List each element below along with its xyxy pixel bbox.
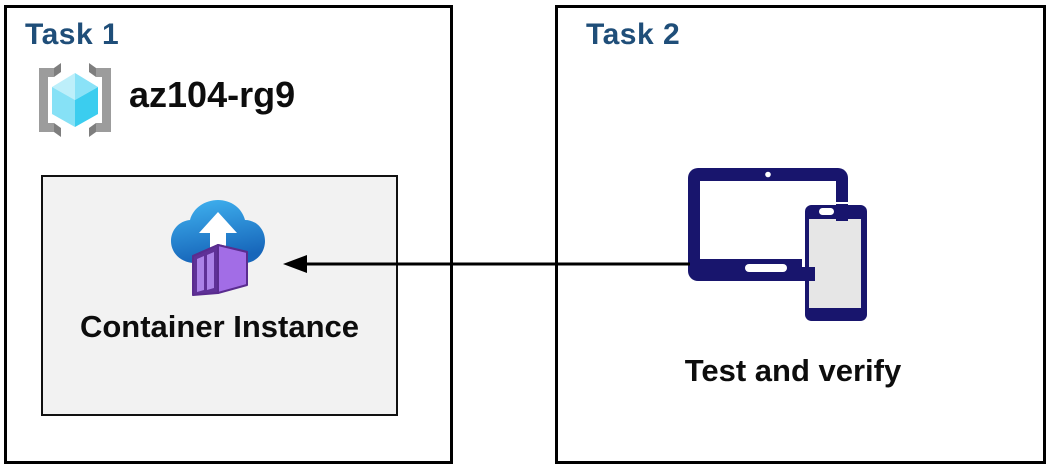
container-instance-label: Container Instance	[79, 309, 360, 344]
container-instance-card: Container Instance	[41, 175, 398, 416]
task1-title: Task 1	[25, 18, 120, 51]
container-instance-icon	[170, 200, 265, 296]
task1-box: Task 1 az104-rg9	[4, 5, 453, 464]
tablet-phone-icon	[688, 168, 870, 324]
test-and-verify-label: Test and verify	[684, 353, 902, 388]
phone-icon	[802, 202, 870, 324]
upload-arrow-icon	[198, 212, 237, 259]
arrow-connector	[283, 255, 690, 273]
task2-title: Task 2	[586, 18, 681, 51]
camera-dot-icon	[765, 171, 771, 178]
task2-box: Task 2 Test and verify	[555, 5, 1046, 464]
arrowhead-left-icon	[283, 255, 307, 273]
speaker-icon	[819, 208, 834, 215]
resource-group-name: az104-rg9	[129, 74, 296, 115]
home-button-icon	[745, 264, 787, 272]
resource-group-icon	[39, 63, 111, 137]
